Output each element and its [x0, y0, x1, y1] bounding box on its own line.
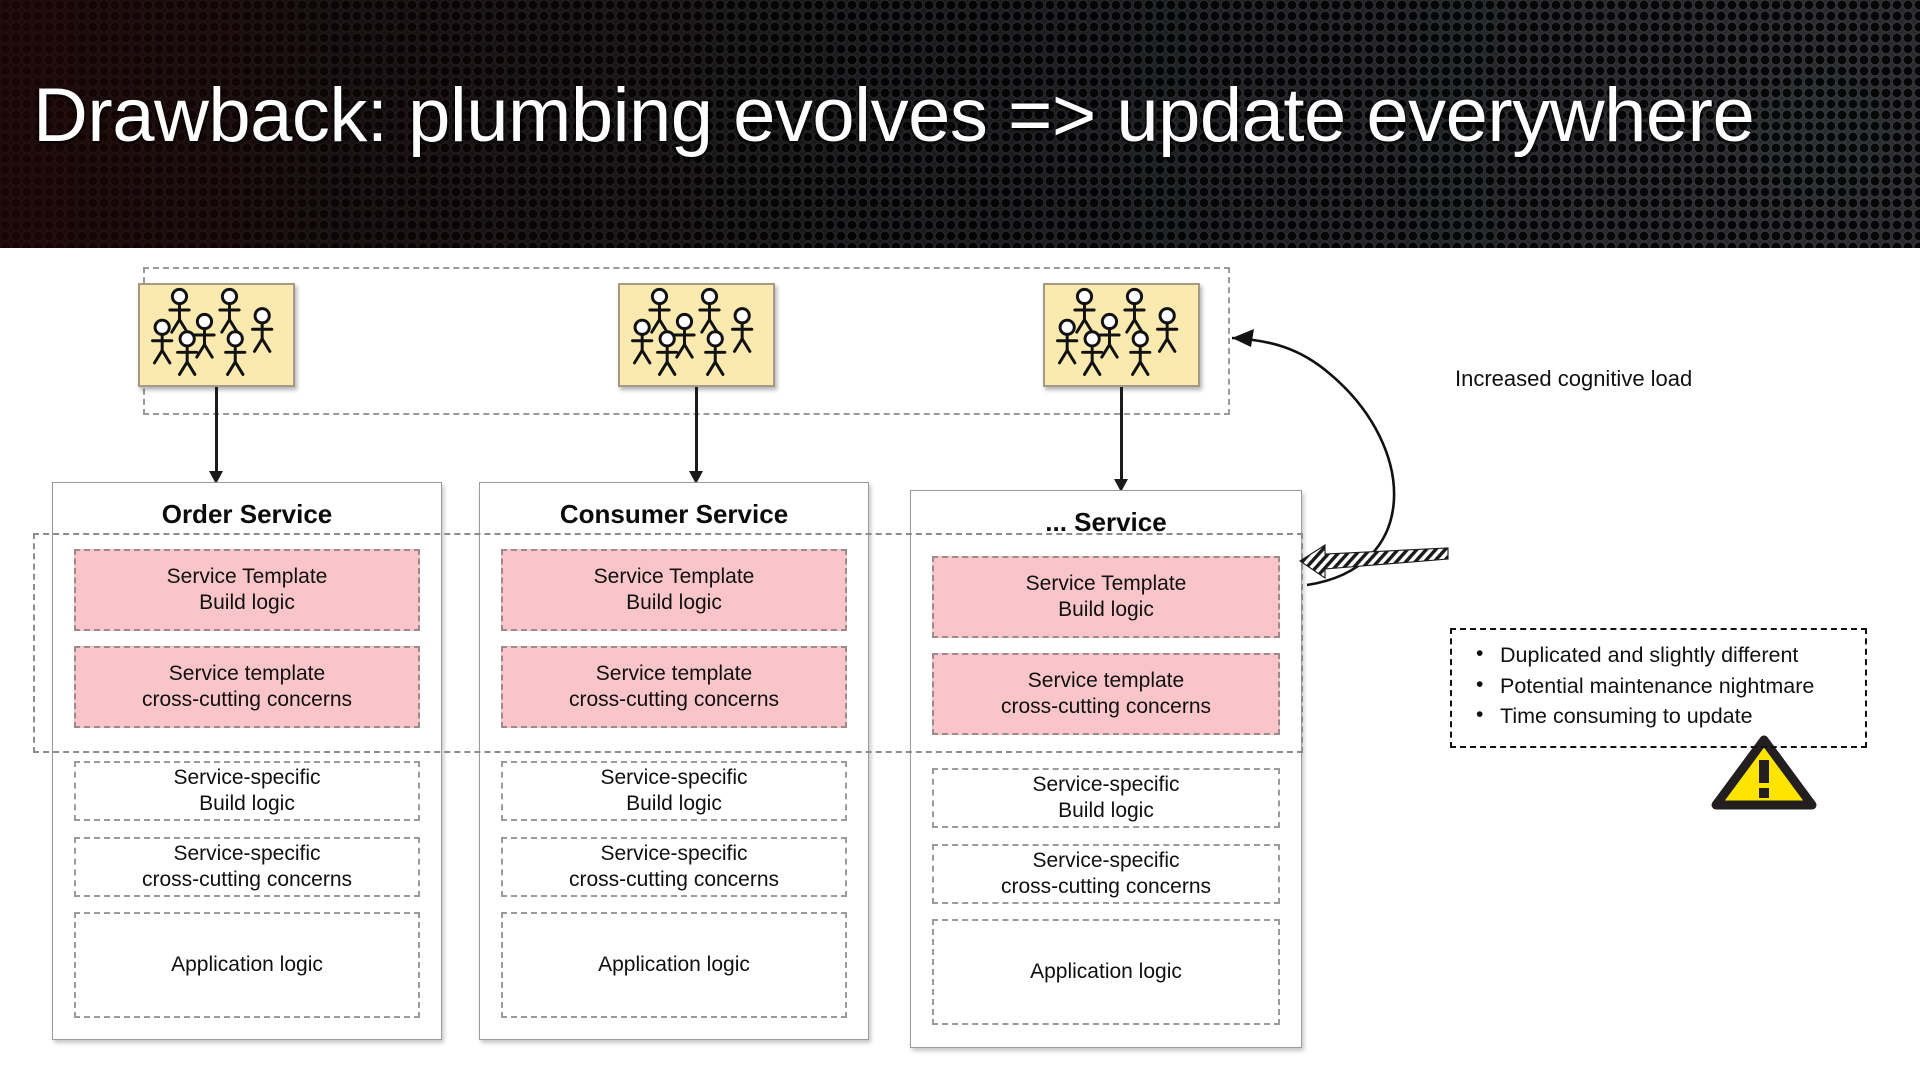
- team-box-order[interactable]: [138, 283, 295, 387]
- warning-triangle-icon: [1711, 735, 1817, 810]
- block-application-logic[interactable]: Application logic: [74, 912, 420, 1018]
- stick-figures-icon: [1056, 287, 1179, 376]
- service-title: Consumer Service: [559, 499, 789, 529]
- service-template-layer-boundary: [33, 533, 1303, 753]
- slide-header: Drawback: plumbing evolves => update eve…: [0, 0, 1920, 248]
- cognitive-load-arrow-head: [1232, 329, 1254, 347]
- service-title: Order Service: [161, 499, 333, 529]
- block-application-logic[interactable]: Application logic: [932, 919, 1280, 1025]
- page-title: Drawback: plumbing evolves => update eve…: [33, 73, 1755, 158]
- list-item: Potential maintenance nightmare: [1470, 670, 1865, 702]
- arrow-other-team-to-service: [1114, 387, 1128, 492]
- team-box-consumer[interactable]: [618, 283, 775, 387]
- team-box-other[interactable]: [1043, 283, 1200, 387]
- service-title: ... Service: [1045, 507, 1167, 537]
- arrow-order-team-to-service: [209, 387, 223, 484]
- callout-hatched-arrow: [1299, 543, 1449, 580]
- cognitive-load-label: Increased cognitive load: [1455, 366, 1693, 391]
- arrow-consumer-team-to-service: [689, 387, 703, 484]
- block-application-logic[interactable]: Application logic: [501, 912, 847, 1018]
- stick-figures-icon: [151, 287, 274, 376]
- stick-figures-icon: [631, 287, 754, 376]
- drawbacks-callout: Duplicated and slightly different Potent…: [1450, 628, 1867, 748]
- list-item: Duplicated and slightly different: [1470, 639, 1865, 671]
- diagram-canvas: Order Service Consumer Service ... Servi…: [0, 248, 1920, 1080]
- list-item: Time consuming to update: [1470, 700, 1865, 732]
- drawbacks-list: Duplicated and slightly different Potent…: [1470, 639, 1865, 732]
